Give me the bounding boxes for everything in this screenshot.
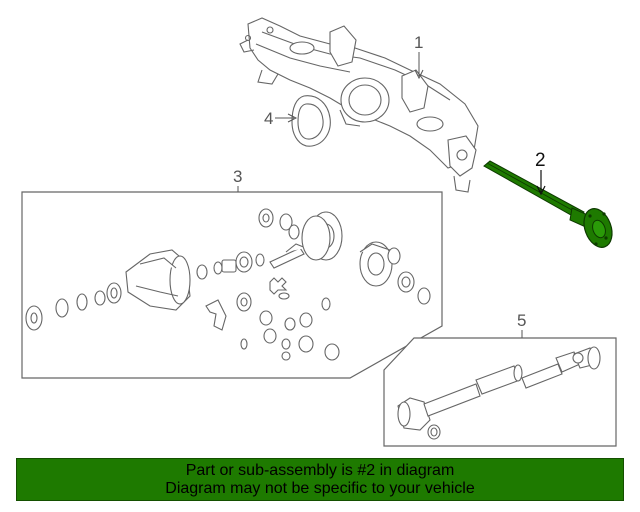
info-banner: Part or sub-assembly is #2 in diagram Di… [16,458,624,501]
svg-text:4: 4 [264,109,273,128]
callout-3: 3 [233,167,242,192]
propeller-shaft-group[interactable] [383,337,617,447]
callout-2: 2 [535,150,546,196]
banner-line-2: Diagram may not be specific to your vehi… [165,480,475,497]
axle-housing[interactable] [239,17,479,193]
gasket[interactable] [291,95,331,147]
differential-carrier-group[interactable] [21,191,443,379]
banner-line-1: Part or sub-assembly is #2 in diagram [185,462,455,479]
svg-text:1: 1 [414,33,423,52]
svg-text:2: 2 [535,150,546,171]
axle-shaft[interactable] [483,160,617,251]
callout-1: 1 [414,33,423,80]
svg-text:3: 3 [233,167,242,186]
callout-4: 4 [264,109,298,128]
svg-text:5: 5 [517,311,526,330]
callout-5: 5 [517,311,526,338]
